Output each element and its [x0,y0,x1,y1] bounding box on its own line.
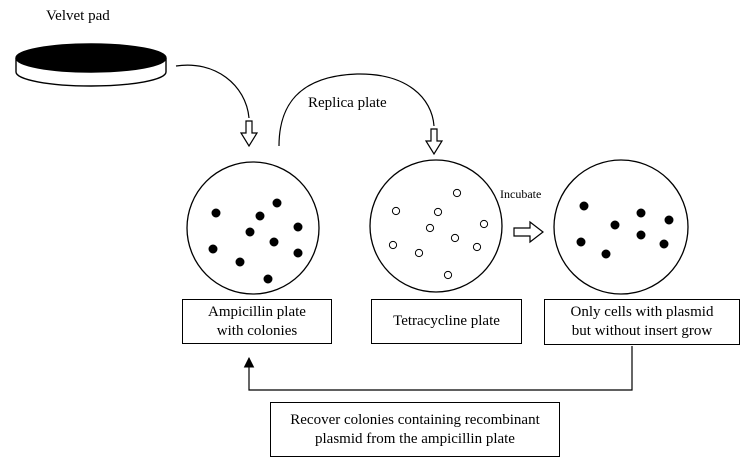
colony-dot [293,248,303,258]
incubate-label: Incubate [500,187,542,201]
colony-dot [601,249,611,259]
hollow-down-arrow-icon [239,120,259,148]
hollow-down-arrow-icon [424,128,444,156]
recover-line2: plasmid from the ampicillin plate [315,430,515,447]
hollow-right-arrow-icon [513,220,544,244]
colony-dot [235,257,245,267]
feedback-arrow [243,346,633,391]
colony-dot [414,248,424,258]
ampicillin-box-line2: with colonies [216,322,298,339]
colony-dot [293,222,303,232]
colony-dot [636,230,646,240]
colony-dot [443,270,453,280]
plasmid-box-line2: but without insert grow [571,323,713,339]
colony-dot [659,239,669,249]
colony-dot [425,223,435,233]
colony-dot [452,188,462,198]
colony-dot [255,211,265,221]
colony-dot [472,242,482,252]
colony-dot [579,201,589,211]
colony-dot [450,233,460,243]
colony-dot [576,237,586,247]
colony-dot [391,206,401,216]
replica-plate-label: Replica plate [308,95,387,111]
colony-dot [479,219,489,229]
colony-dot [664,215,674,225]
colonies-layer [208,188,674,284]
colony-dot [388,240,398,250]
colony-dot [272,198,282,208]
plasmid-box-line1: Only cells with plasmid [570,304,714,320]
colony-dot [636,208,646,218]
plasmid-only-box: Only cells with plasmid but without inse… [544,299,740,345]
colony-dot [211,208,221,218]
colony-dot [208,244,218,254]
recover-line1: Recover colonies containing recombinant [290,411,540,428]
pad-to-plate-curve [175,64,250,119]
tetracycline-plate [369,159,503,293]
plasmid-only-plate [553,159,689,295]
recover-box: Recover colonies containing recombinant … [270,402,560,457]
colony-dot [245,227,255,237]
ampicillin-box-line1: Ampicillin plate [208,303,306,320]
tetracycline-plate-box: Tetracycline plate [371,299,522,344]
ampicillin-plate [186,161,320,295]
velvet-pad-label: Velvet pad [46,8,110,24]
colony-dot [263,274,273,284]
colony-dot [269,237,279,247]
ampicillin-plate-box: Ampicillin plate with colonies [182,299,332,344]
colony-dot [433,207,443,217]
colony-dot [610,220,620,230]
replica-arc [278,73,435,147]
tetracycline-box-line1: Tetracycline plate [393,313,500,329]
velvet-pad-icon [15,43,167,87]
